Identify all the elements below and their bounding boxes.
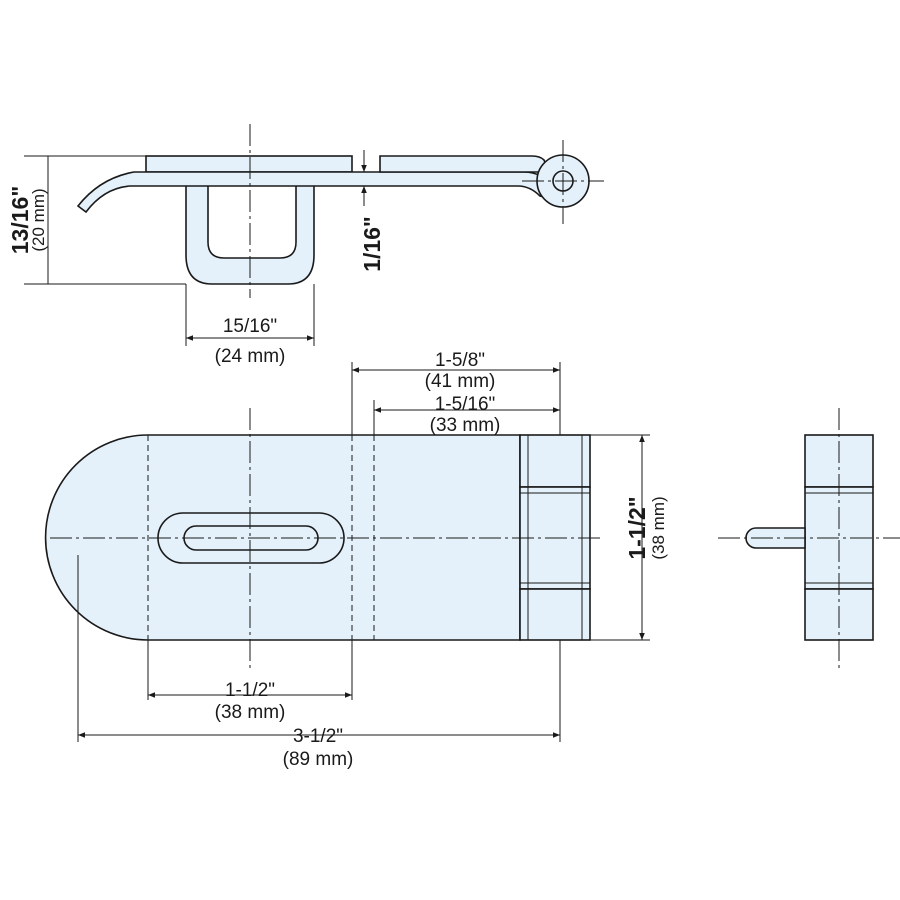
hinge-span-metric-label: (41 mm) <box>425 371 496 392</box>
hinge-span-imperial-label: 1-5/8" <box>435 350 485 371</box>
side-view: 13/16" (20 mm) 1/16" 15/16" (24 mm) <box>7 124 604 367</box>
leaf-span-imperial-label: 1-5/16" <box>435 394 496 415</box>
slot-center-imperial-label: 1-1/2" <box>225 680 275 701</box>
end-pin <box>745 527 806 549</box>
width-imperial-label: 1-1/2" <box>624 496 650 559</box>
slot-center-metric-label: (38 mm) <box>215 702 286 723</box>
knuckle-top <box>519 434 591 488</box>
height-imperial-label: 13/16" <box>7 186 33 254</box>
staple-width-imperial-label: 15/16" <box>223 316 277 337</box>
length-metric-label: (89 mm) <box>283 749 354 770</box>
hasp-strap <box>76 171 559 214</box>
width-metric-label: (38 mm) <box>649 496 668 559</box>
staple-plate <box>145 155 353 173</box>
staple-width-metric-label: (24 mm) <box>215 346 286 367</box>
leaf-span-metric-label: (33 mm) <box>430 415 501 436</box>
knuckle-bottom <box>519 588 591 641</box>
height-metric-label: (20 mm) <box>29 188 48 251</box>
thickness-label: 1/16" <box>359 216 385 272</box>
length-imperial-label: 3-1/2" <box>293 726 343 747</box>
plan-view: 1-5/8" (41 mm) 1-5/16" (33 mm) 1-1/2" (3… <box>44 350 668 770</box>
end-view <box>718 408 900 668</box>
hinge-leaf <box>379 155 550 173</box>
